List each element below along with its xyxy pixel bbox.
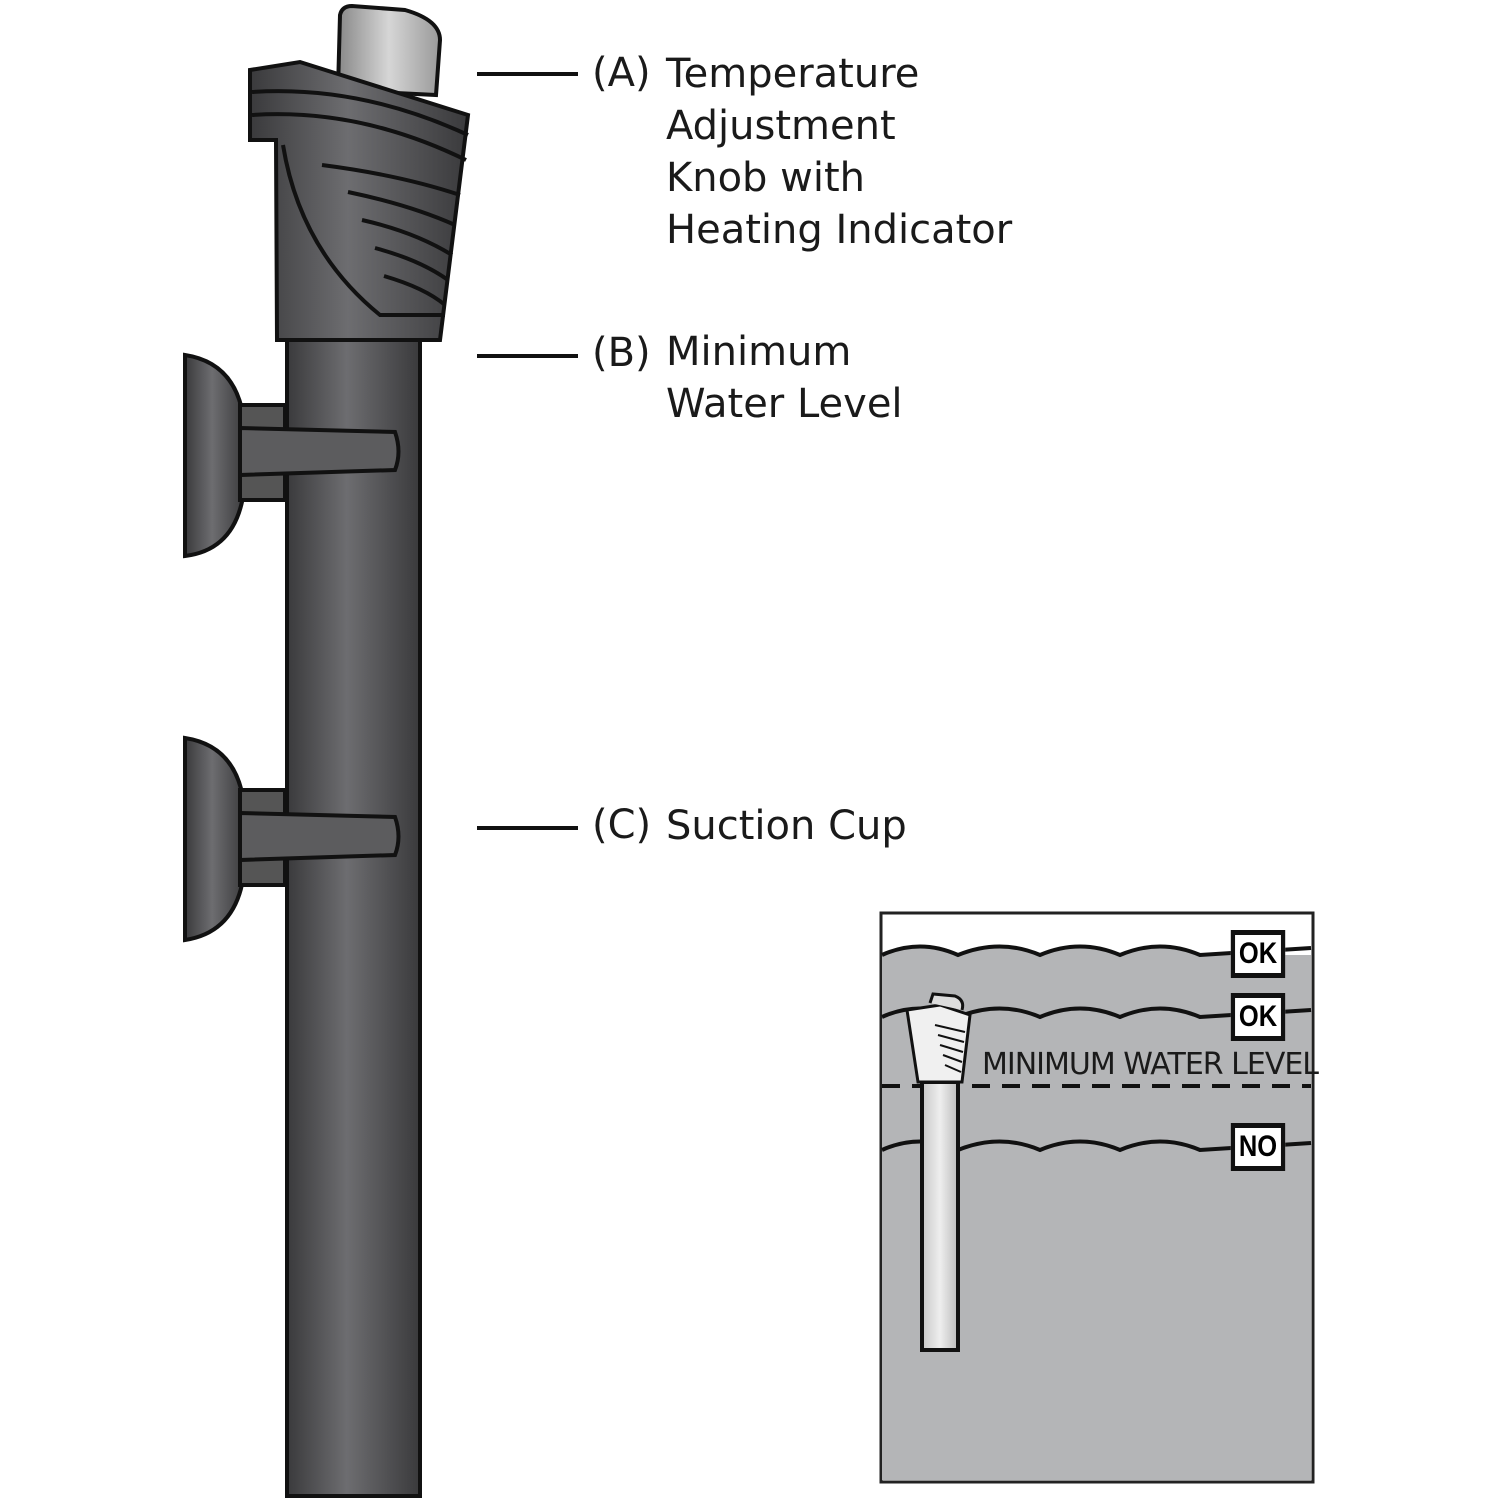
callout-letter-c: (C): [592, 802, 652, 848]
ok-tag-top: OK: [1230, 930, 1286, 978]
suction-cup-upper: [183, 352, 401, 559]
temperature-knob: [248, 59, 471, 342]
mini-heater-tube: [920, 1080, 960, 1352]
no-tag: NO: [1230, 1123, 1286, 1171]
label-line: Adjustment: [666, 103, 896, 149]
label-line: Suction Cup: [666, 803, 907, 849]
suction-cup-lower: [183, 735, 401, 943]
heating-indicator-cap: [335, 3, 443, 98]
ok-tag-middle: OK: [1230, 993, 1286, 1041]
callout-label-b: Minimum Water Level: [666, 326, 903, 430]
label-line: Temperature: [666, 51, 920, 97]
label-line: Minimum: [666, 329, 852, 375]
mini-heater-knob: [905, 1003, 972, 1084]
callout-label-c: Suction Cup: [666, 800, 907, 852]
label-line: Water Level: [666, 381, 903, 427]
callout-label-a: Temperature Adjustment Knob with Heating…: [666, 48, 1012, 256]
callout-letter-b: (B): [592, 330, 651, 376]
label-line: Heating Indicator: [666, 207, 1013, 253]
minimum-water-level-label: MINIMUM WATER LEVEL: [982, 1047, 1319, 1082]
heater-tube: [285, 328, 422, 1498]
label-line: Knob with: [666, 155, 866, 201]
callout-letter-a: (A): [592, 50, 651, 96]
